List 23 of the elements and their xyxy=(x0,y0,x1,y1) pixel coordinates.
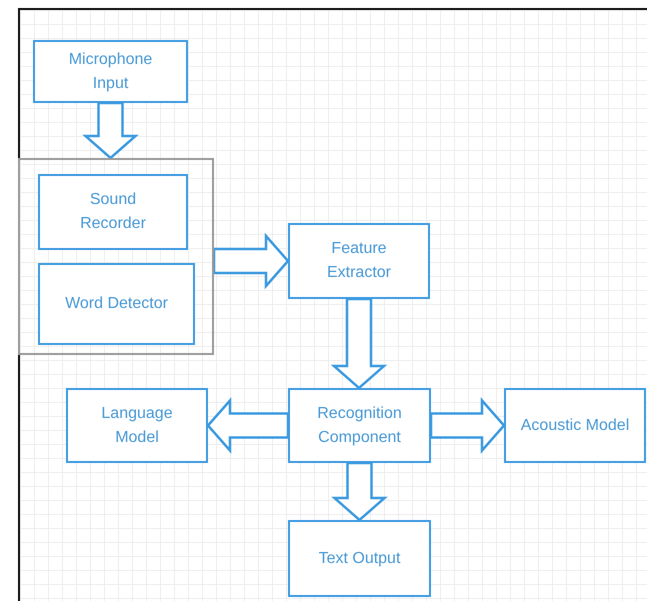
process-box xyxy=(504,388,646,463)
box-label: Microphone Input xyxy=(68,50,154,94)
block-arrow xyxy=(212,232,290,290)
box-label: Feature Extractor xyxy=(326,239,392,283)
box-label: Word Detector xyxy=(65,294,168,314)
block-arrow xyxy=(330,298,388,390)
process-box xyxy=(38,174,188,250)
block-arrow xyxy=(331,462,388,522)
box-label: Sound Recorder xyxy=(79,190,147,234)
box-label: Recognition Component xyxy=(316,404,403,448)
process-box xyxy=(288,520,431,597)
process-box xyxy=(38,263,195,345)
block-arrow xyxy=(430,397,506,454)
box-label: Acoustic Model xyxy=(520,416,630,436)
box-label: Language Model xyxy=(100,404,174,448)
group-box xyxy=(18,158,214,355)
process-box xyxy=(33,40,188,103)
process-box xyxy=(288,388,431,463)
block-arrow xyxy=(206,397,290,454)
block-arrow xyxy=(82,102,139,160)
process-box xyxy=(66,388,208,463)
box-label: Text Output xyxy=(318,548,400,568)
process-box xyxy=(288,223,430,299)
